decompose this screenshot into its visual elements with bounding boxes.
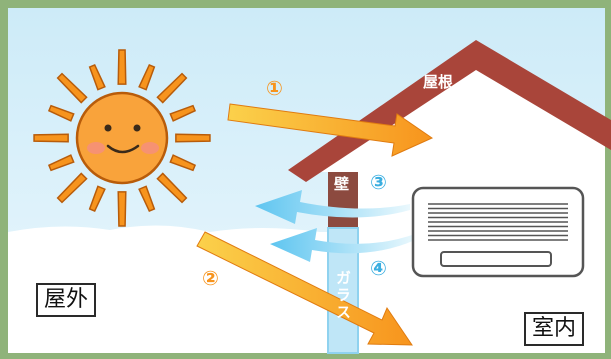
marker-2: ② bbox=[202, 266, 219, 290]
marker-4: ④ bbox=[370, 256, 387, 280]
outside-label: 屋外 bbox=[36, 283, 96, 317]
inside-label: 室内 bbox=[524, 312, 584, 346]
wall-label: 壁 bbox=[334, 173, 349, 194]
sun-ray bbox=[118, 50, 126, 84]
sun-ray bbox=[34, 134, 68, 142]
marker-3: ③ bbox=[370, 170, 387, 194]
sun-ray bbox=[118, 192, 126, 226]
marker-1: ① bbox=[266, 76, 283, 100]
sun-icon bbox=[34, 50, 210, 226]
glass-label: ガラス bbox=[333, 270, 354, 321]
air-conditioner-icon bbox=[413, 188, 583, 276]
roof-label: 屋根 bbox=[423, 71, 453, 92]
sun-ray bbox=[176, 134, 210, 142]
